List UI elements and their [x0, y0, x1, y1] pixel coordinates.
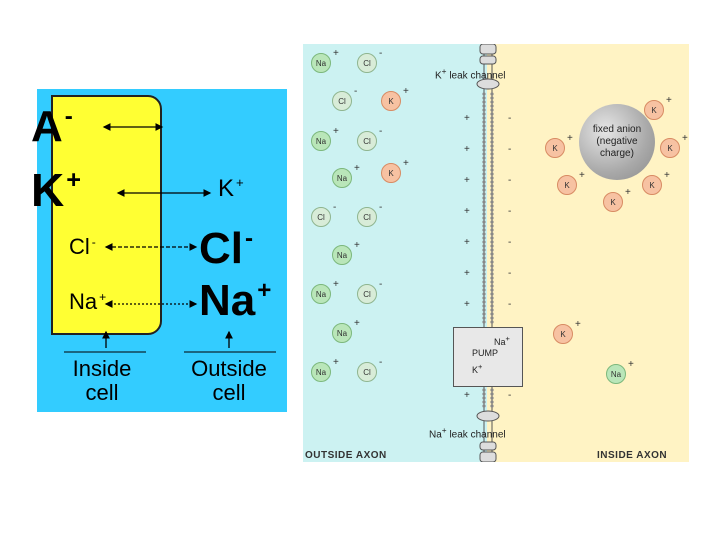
plus-sign: + — [464, 390, 470, 401]
plus-sign: + — [464, 206, 470, 217]
ion-outside-cl-12: Cl — [357, 284, 377, 304]
ion-outside-na-14: Na — [311, 362, 331, 382]
minus-sign: - — [508, 113, 512, 124]
plus-sign: + — [464, 237, 470, 248]
ion-outside-cl-15: Cl — [357, 362, 377, 382]
cell-interior-box — [51, 95, 162, 335]
minus-sign: - — [508, 144, 512, 155]
ion-inside-k-6: K — [553, 324, 573, 344]
ion-charge: + — [333, 279, 339, 290]
ion-outside-na-6: Na — [332, 168, 352, 188]
k-leak-channel-label: K+ leak channel — [435, 66, 506, 82]
ion-charge: + — [682, 133, 688, 144]
plus-sign: + — [464, 268, 470, 279]
ion-outside-cl-2: Cl — [332, 91, 352, 111]
ion-charge: + — [354, 240, 360, 251]
axon-membrane-diagram: K+ leak channel Na+ leak channel Na+ PUM… — [303, 44, 689, 462]
na-leak-channel — [476, 410, 500, 462]
ion-outside-na-4: Na — [311, 131, 331, 151]
outside-cell-label: Outside cell — [191, 356, 267, 405]
fixed-anion: fixed anion (negative charge) — [579, 104, 655, 180]
ion-charge: + — [333, 126, 339, 137]
ion-charge: + — [403, 158, 409, 169]
ion-sodium-outside: Na+ — [199, 276, 272, 325]
ion-chloride-outside: Cl- — [199, 224, 254, 273]
ion-charge: - — [379, 48, 383, 59]
ion-anion-inside: A- — [31, 102, 73, 151]
k-leak-channel — [476, 44, 500, 90]
plus-sign: + — [464, 175, 470, 186]
ion-charge: + — [403, 86, 409, 97]
ion-charge: - — [379, 357, 383, 368]
ion-charge: - — [354, 86, 358, 97]
minus-sign: - — [508, 206, 512, 217]
ion-potassium-outside: K+ — [218, 174, 244, 202]
ion-outside-k-3: K — [381, 91, 401, 111]
ion-charge: + — [354, 163, 360, 174]
minus-sign: - — [508, 299, 512, 310]
ion-outside-na-11: Na — [311, 284, 331, 304]
minus-sign: - — [508, 175, 512, 186]
minus-sign: - — [508, 390, 512, 401]
ion-inside-k-0: K — [644, 100, 664, 120]
ion-outside-na-10: Na — [332, 245, 352, 265]
ion-inside-k-3: K — [557, 175, 577, 195]
ion-charge: + — [333, 357, 339, 368]
ion-potassium-inside: K+ — [31, 164, 82, 216]
ion-charge: + — [567, 133, 573, 144]
ion-outside-k-7: K — [381, 163, 401, 183]
ion-charge: + — [579, 170, 585, 181]
inside-cell-label: Inside cell — [72, 356, 132, 405]
ion-charge: + — [625, 187, 631, 198]
ion-distribution-panel — [37, 89, 287, 412]
ion-inside-k-5: K — [603, 192, 623, 212]
ion-charge: + — [628, 359, 634, 370]
minus-sign: - — [508, 268, 512, 279]
ion-charge: - — [379, 126, 383, 137]
ion-charge: - — [333, 202, 337, 213]
membrane-drawing — [476, 44, 500, 462]
ion-charge: + — [333, 48, 339, 59]
ion-outside-cl-5: Cl — [357, 131, 377, 151]
plus-sign: + — [464, 113, 470, 124]
ion-outside-na-13: Na — [332, 323, 352, 343]
outside-axon-label: OUTSIDE AXON — [305, 450, 387, 461]
ion-outside-cl-9: Cl — [357, 207, 377, 227]
ion-outside-cl-1: Cl — [357, 53, 377, 73]
ion-inside-k-1: K — [545, 138, 565, 158]
plus-sign: + — [464, 299, 470, 310]
ion-charge: + — [354, 318, 360, 329]
ion-inside-na-7: Na — [606, 364, 626, 384]
ion-outside-cl-8: Cl — [311, 207, 331, 227]
plus-sign: + — [464, 144, 470, 155]
ion-charge: + — [575, 319, 581, 330]
ion-inside-k-4: K — [642, 175, 662, 195]
ion-charge: - — [379, 279, 383, 290]
ion-sodium-inside: Na+ — [69, 289, 107, 314]
ion-inside-k-2: K — [660, 138, 680, 158]
ion-charge: - — [379, 202, 383, 213]
ion-outside-na-0: Na — [311, 53, 331, 73]
ion-charge: + — [664, 170, 670, 181]
ion-chloride-inside: Cl- — [69, 234, 96, 259]
na-k-pump: Na+ PUMP K+ — [453, 327, 523, 387]
na-leak-channel-label: Na+ leak channel — [429, 425, 506, 441]
inside-axon-label: INSIDE AXON — [597, 450, 668, 461]
minus-sign: - — [508, 237, 512, 248]
ion-charge: + — [666, 95, 672, 106]
